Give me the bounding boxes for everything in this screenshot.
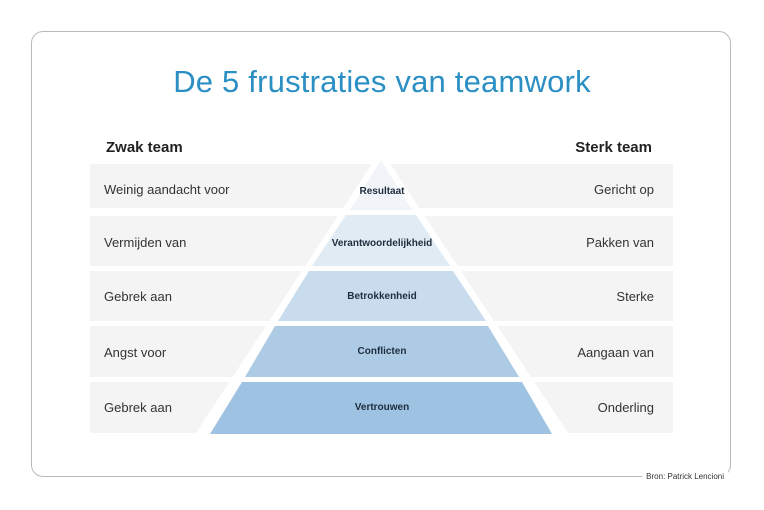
- weak-text-betrokkenheid: Gebrek aan: [104, 289, 172, 304]
- pyramid-level-betrokkenheid: [278, 271, 486, 321]
- weak-text-vertrouwen: Gebrek aan: [104, 400, 172, 415]
- weak-text-conflicten: Angst voor: [104, 345, 167, 360]
- diagram-frame: [31, 31, 731, 477]
- source-credit: Bron: Patrick Lencioni: [642, 472, 728, 481]
- level-label-conflicten: Conflicten: [357, 346, 407, 357]
- weak-text-verantwoordelijkheid: Vermijden van: [104, 235, 187, 250]
- level-label-verantwoordelijkheid: Verantwoordelijkheid: [331, 238, 433, 249]
- strong-text-verantwoordelijkheid: Pakken van: [586, 235, 654, 250]
- pyramid-level-verantwoordelijkheid: [312, 215, 450, 266]
- pyramid-level-vertrouwen: [210, 382, 552, 434]
- strong-text-conflicten: Aangaan van: [577, 345, 654, 360]
- strong-text-betrokkenheid: Sterke: [616, 289, 654, 304]
- level-label-resultaat: Resultaat: [359, 186, 405, 197]
- diagram-title: De 5 frustraties van teamwork: [173, 64, 591, 99]
- weak-team-header: Zwak team: [106, 139, 183, 156]
- pyramid-level-conflicten: [245, 326, 519, 377]
- pyramid-level-resultaat: [350, 160, 412, 210]
- level-label-betrokkenheid: Betrokkenheid: [347, 291, 417, 302]
- strong-text-resultaat: Gericht op: [594, 182, 654, 197]
- level-label-vertrouwen: Vertrouwen: [354, 402, 410, 413]
- strong-team-header: Sterk team: [575, 139, 652, 156]
- strong-text-vertrouwen: Onderling: [597, 400, 654, 415]
- weak-text-resultaat: Weinig aandacht voor: [104, 182, 230, 197]
